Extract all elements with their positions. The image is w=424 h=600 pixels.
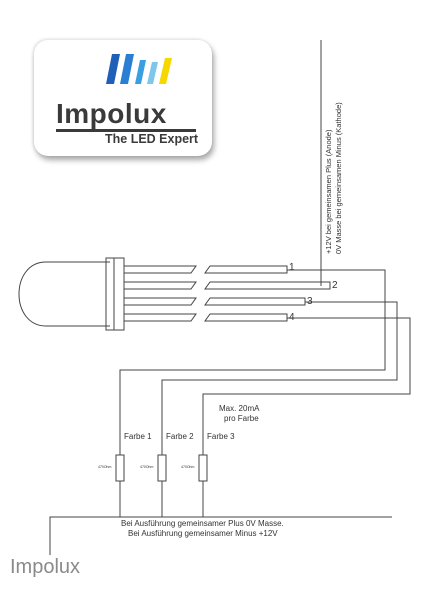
lead-4-left bbox=[123, 313, 197, 322]
resistor-2 bbox=[157, 454, 167, 482]
lead-1-left bbox=[123, 265, 197, 274]
led-flange bbox=[105, 257, 115, 331]
supply-label-line1: +12V bei gemeinsamen Plus (Anode) bbox=[324, 129, 333, 254]
current-note-line1: Max. 20mA bbox=[219, 404, 260, 413]
resistor-value-1: 470Ohm bbox=[98, 465, 112, 469]
impolux-logo: Impolux The LED Expert bbox=[34, 40, 212, 156]
lead-3-right bbox=[204, 297, 306, 306]
logo-brand-name: Impolux bbox=[56, 98, 167, 129]
wire-pin-3 bbox=[161, 301, 398, 455]
resistor-value-2: 470Ohm bbox=[140, 465, 154, 469]
pin-label-1: 1 bbox=[289, 262, 295, 273]
pin-label-4: 4 bbox=[289, 312, 295, 323]
lead-2-right bbox=[204, 281, 331, 290]
lead-2-left bbox=[123, 281, 197, 290]
logo-tagline: The LED Expert bbox=[105, 132, 199, 146]
watermark: Impolux bbox=[10, 556, 81, 578]
channel-label-2: Farbe 2 bbox=[166, 432, 194, 441]
lead-1-right bbox=[204, 265, 288, 274]
logo-underline bbox=[56, 129, 196, 132]
ground-note-line2: Bei Ausführung gemeinsamer Minus +12V bbox=[128, 529, 278, 538]
resistor-value-3: 470Ohm bbox=[181, 465, 195, 469]
supply-label-line2: 0V Masse bei gemeinsamen Minus (Kathode) bbox=[334, 102, 343, 254]
pin-label-3: 3 bbox=[307, 296, 313, 307]
led-dome bbox=[18, 261, 110, 327]
channel-label-1: Farbe 1 bbox=[124, 432, 152, 441]
wire-pin-4 bbox=[202, 317, 411, 455]
led-base bbox=[113, 257, 125, 331]
ground-rail bbox=[49, 516, 392, 555]
resistor-1 bbox=[115, 454, 125, 482]
resistor-3 bbox=[198, 454, 208, 482]
logo-stripes-icon bbox=[106, 54, 172, 84]
wire-pin-1 bbox=[119, 269, 386, 455]
lead-4-right bbox=[204, 313, 288, 322]
lead-3-left bbox=[123, 297, 197, 306]
ground-note-line1: Bei Ausführung gemeinsamer Plus 0V Masse… bbox=[121, 519, 284, 528]
pin-label-2: 2 bbox=[332, 280, 338, 291]
current-note-line2: pro Farbe bbox=[224, 414, 259, 423]
channel-label-3: Farbe 3 bbox=[207, 432, 235, 441]
